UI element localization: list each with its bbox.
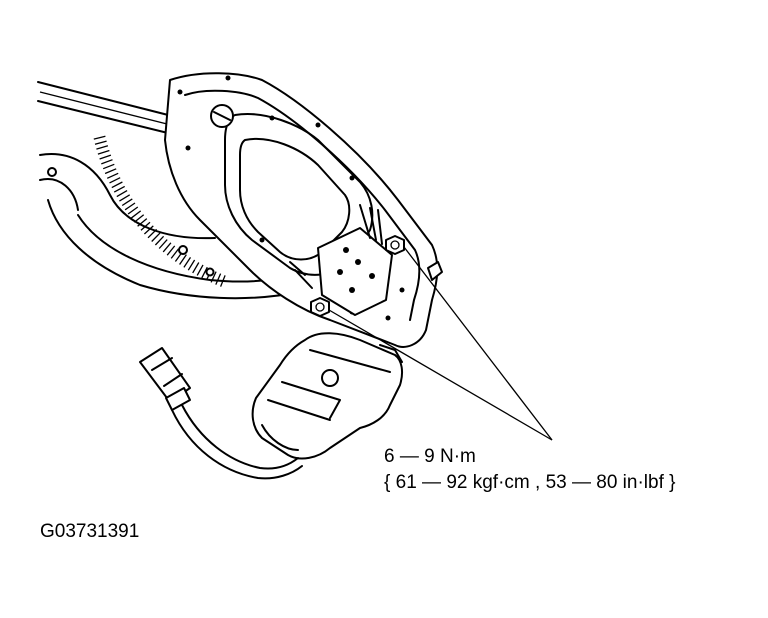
plate-tab	[427, 261, 443, 281]
sector-gear	[39, 135, 301, 300]
torque-spec-nm: 6 — 9 N·m	[384, 446, 476, 467]
mounting-bolt-upper	[385, 235, 405, 255]
window-motor	[251, 332, 404, 460]
figure-code: G03731391	[40, 521, 139, 542]
regulator-rail	[37, 81, 181, 136]
torque-spec-alt: { 61 — 92 kgf·cm , 53 — 80 in·lbf }	[384, 472, 675, 493]
pivot-hole	[47, 167, 57, 177]
harness-connector	[139, 347, 191, 411]
leader-line-lower-bolt	[328, 309, 553, 441]
motor-bracket	[289, 204, 393, 316]
mounting-bolt-lower	[310, 297, 330, 317]
motor-mount-hole	[321, 369, 339, 387]
motor-wire-harness	[171, 404, 303, 480]
regulator-plate	[164, 72, 439, 348]
rivet-hole	[178, 245, 188, 255]
rivet-hole	[205, 267, 215, 277]
leader-line-upper-bolt	[403, 246, 553, 441]
